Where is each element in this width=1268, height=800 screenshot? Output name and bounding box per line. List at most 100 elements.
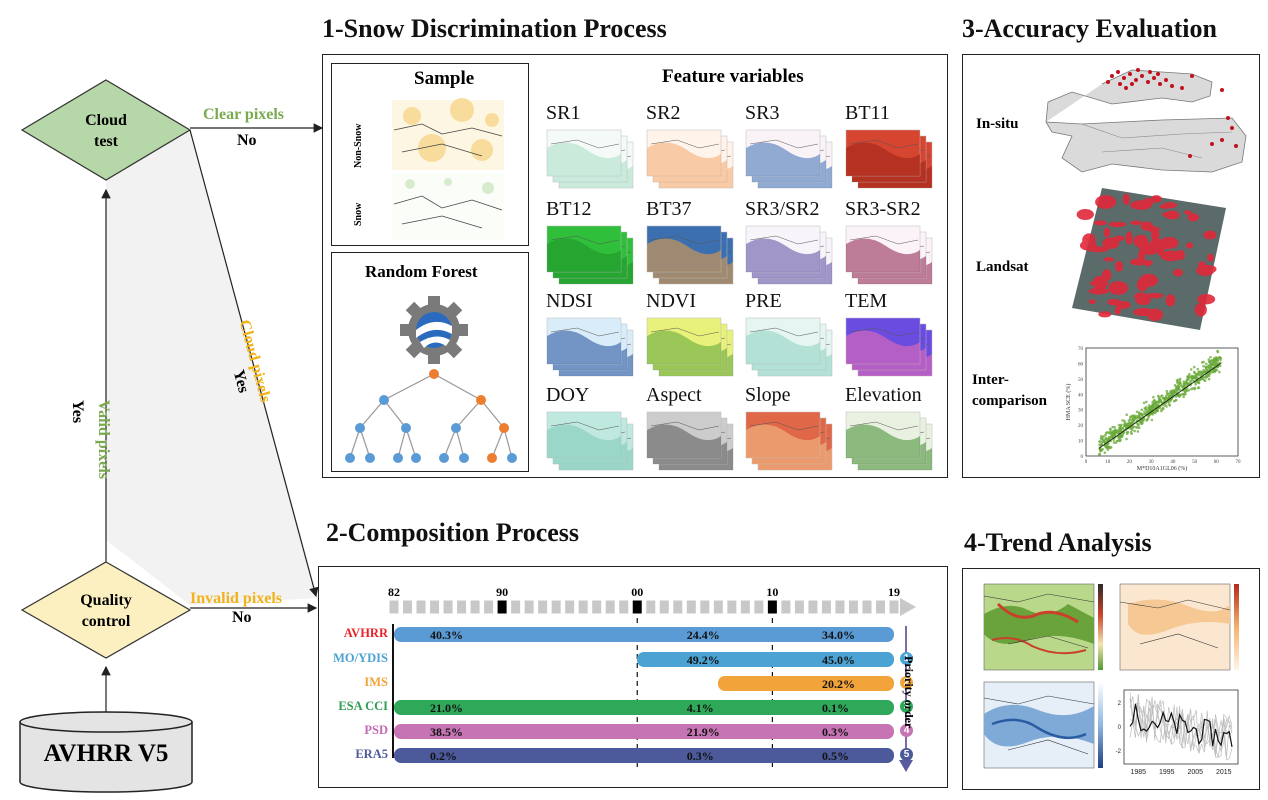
share-value: 20.2% <box>821 677 855 691</box>
timeline-year-cell <box>456 599 468 615</box>
trend-title: 4-Trend Analysis <box>964 528 1152 557</box>
yes-valid-label: Yes <box>69 400 86 424</box>
scatter-x-tick: 40 <box>1170 460 1176 465</box>
timeline-year-cell <box>834 599 846 615</box>
station-point <box>1226 116 1230 120</box>
feature-map-ndsi <box>546 317 634 377</box>
feature-map-aspect <box>646 411 734 471</box>
feature-map-tem <box>845 317 933 377</box>
feature-map-sr2 <box>646 129 734 189</box>
feature-map-pre <box>745 317 833 377</box>
scatter-y-tick: 70 <box>1078 347 1084 352</box>
priority-marker: 1 <box>900 652 913 665</box>
station-point <box>1148 70 1152 74</box>
feature-label-pre: PRE <box>745 290 782 312</box>
scatter-y-tick: 0 <box>1081 455 1084 460</box>
feature-label-sr1: SR1 <box>546 102 581 124</box>
source-label-era5: ERA5 <box>355 747 388 761</box>
timeline-year-label: 82 <box>388 585 400 599</box>
station-point <box>1220 138 1224 142</box>
timeline-year-cell <box>874 599 886 615</box>
feature-label-bt37: BT37 <box>646 198 692 220</box>
feature-map-bt11 <box>845 129 933 189</box>
scatter-y-tick: 30 <box>1078 409 1084 414</box>
in-situ-station-map <box>1045 68 1247 173</box>
cloud-test-diamond <box>20 79 192 181</box>
timeline-year-cell <box>564 599 576 615</box>
trend-x-tick: 2015 <box>1216 769 1232 776</box>
timeline-year-cell <box>537 599 549 615</box>
share-value: 38.5% <box>430 725 464 739</box>
share-value: 45.0% <box>821 653 855 667</box>
timeline-year-cell <box>523 599 535 615</box>
scatter-y-tick: 10 <box>1078 440 1084 445</box>
timeline-year-cell <box>753 599 765 615</box>
timeline-year-label: 10 <box>766 585 778 599</box>
station-point <box>1156 72 1160 76</box>
timeline-year-cell <box>388 599 400 615</box>
scatter-x-tick: 0 <box>1085 460 1088 465</box>
station-point <box>1116 70 1120 74</box>
scatter-y-label: HMA SCE (%) <box>1065 384 1072 421</box>
timeline-year-cell <box>672 599 684 615</box>
share-value: 21.9% <box>686 725 720 739</box>
timeline-year-cell <box>847 599 859 615</box>
source-bar-ims <box>718 676 894 691</box>
priority-order-label: Priority order <box>902 656 916 729</box>
timeline-year-cell <box>861 599 873 615</box>
no-invalid-label: No <box>232 609 252 626</box>
station-point <box>1134 78 1138 82</box>
trend-x-tick: 1985 <box>1130 769 1146 776</box>
feature-label-bt12: BT12 <box>546 198 592 220</box>
station-point <box>1130 82 1134 86</box>
accuracy-title: 3-Accuracy Evaluation <box>962 14 1217 43</box>
timeline-year-cell <box>807 599 819 615</box>
timeline-year-cell <box>645 599 657 615</box>
timeline-year-cell <box>726 599 738 615</box>
gear-icon <box>400 296 468 364</box>
timeline-year-cell <box>631 599 643 615</box>
timeline-year-cell <box>442 599 454 615</box>
station-point <box>1124 86 1128 90</box>
share-value: 40.3% <box>430 628 464 642</box>
sample-title: Sample <box>414 68 475 89</box>
feature-label-aspect: Aspect <box>646 384 702 406</box>
station-point <box>1234 144 1238 148</box>
no-clear-label: No <box>237 132 257 149</box>
feature-map-elevation <box>845 411 933 471</box>
feature-map-sr3-sr2 <box>845 225 933 285</box>
trend-x-tick: 2005 <box>1187 769 1203 776</box>
station-point <box>1106 80 1110 84</box>
priority-marker: 3 <box>900 700 913 713</box>
composition-overlay <box>392 618 913 772</box>
station-point <box>1220 88 1224 92</box>
station-point <box>1118 82 1122 86</box>
snow-discrimination-title: 1-Snow Discrimination Process <box>322 14 667 43</box>
feature-label-ndsi: NDSI <box>546 290 593 312</box>
share-value: 21.0% <box>430 701 464 715</box>
scatter-x-tick: 30 <box>1149 460 1155 465</box>
valid-pixels-label: Valid pixels <box>95 400 112 479</box>
cloud-test-label: Cloud test <box>85 112 127 150</box>
station-point <box>1158 82 1162 86</box>
quality-control-label: Quality control <box>80 592 132 630</box>
timeline-year-cell <box>469 599 481 615</box>
scatter-x-tick: 60 <box>1214 460 1220 465</box>
feature-map-sr3-sr2 <box>745 225 833 285</box>
timeline-year-cell <box>618 599 630 615</box>
timeline-year-cell <box>604 599 616 615</box>
scatter-x-tick: 10 <box>1105 460 1111 465</box>
invalid-pixels-label: Invalid pixels <box>190 590 283 607</box>
trend-y-tick: 2 <box>1118 701 1122 707</box>
station-point <box>1146 80 1150 84</box>
timeline-year-cell <box>780 599 792 615</box>
timeline-year-label: 19 <box>888 585 900 599</box>
database-label: AVHRR V5 <box>43 740 169 767</box>
station-point <box>1190 74 1194 78</box>
timeline-year-label: 00 <box>631 585 643 599</box>
station-point <box>1110 74 1114 78</box>
feature-map-bt12 <box>546 225 634 285</box>
source-bar-mo-ydis <box>637 652 894 667</box>
